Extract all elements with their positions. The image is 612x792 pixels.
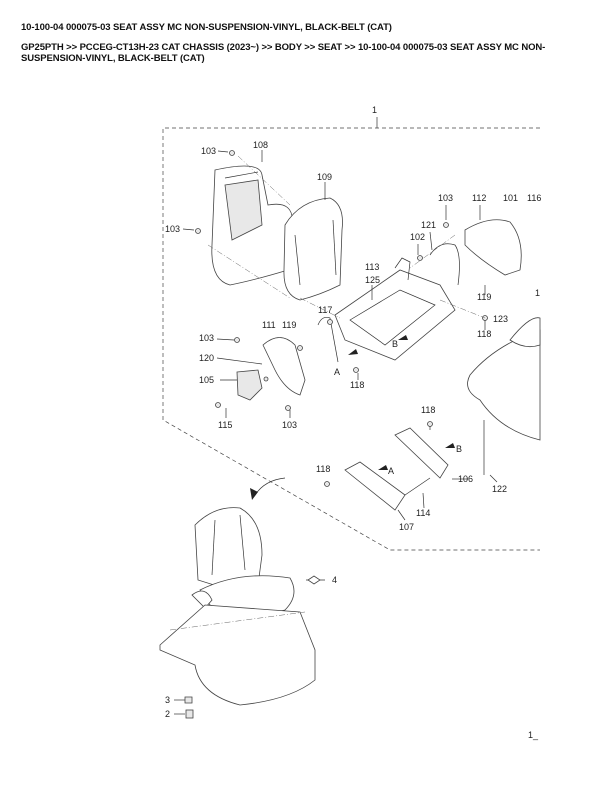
pad-4 (307, 575, 321, 585)
knob-105 (236, 369, 263, 401)
marker-a: A (334, 367, 340, 377)
callout-labels: 103 108 109 103 103 112 101 116 121 102 … (165, 140, 541, 719)
rod-119 (317, 316, 339, 363)
seat-back-cushion-109 (283, 197, 343, 301)
callout-103: 103 (199, 333, 214, 343)
callout-2: 2 (165, 709, 170, 719)
arrow-icons (348, 335, 455, 470)
callout-107: 107 (399, 522, 414, 532)
alignment-lines (207, 155, 486, 319)
callout-125: 125 (365, 275, 380, 285)
marker-b: B (456, 444, 462, 454)
callout-3: 3 (165, 695, 170, 705)
callout-1x: 1 (535, 288, 540, 298)
callout-1: 1 (372, 105, 377, 115)
callout-101: 101 (503, 193, 518, 203)
seat-belt-121 (429, 243, 460, 286)
callout-120: 120 (199, 353, 214, 363)
callout-108: 108 (253, 140, 268, 150)
marker-b: B (392, 339, 398, 349)
callout-118: 118 (477, 329, 491, 339)
callout-115: 115 (218, 420, 232, 430)
seat-back-frame-108 (211, 165, 293, 286)
assembled-seat-illustration (159, 477, 316, 706)
assembly-boundary (162, 117, 540, 551)
callout-118: 118 (316, 464, 330, 474)
callout-119: 119 (477, 292, 491, 302)
callout-111: 111 (262, 320, 276, 330)
callout-119: 119 (282, 320, 296, 330)
seat-frame-113 (334, 257, 456, 361)
marker-a: A (388, 466, 394, 476)
callout-118: 118 (350, 380, 364, 390)
slide-rails (344, 427, 449, 511)
nut-2 (185, 709, 194, 719)
page-title: 10-100-04 000075-03 SEAT ASSY MC NON-SUS… (21, 22, 392, 33)
callout-117: 117 (318, 305, 332, 315)
callout-103: 103 (165, 224, 180, 234)
leader-lines (174, 150, 498, 715)
seat-cushion-123 (467, 317, 541, 441)
callout-118: 118 (421, 405, 435, 415)
callout-114: 114 (416, 508, 430, 518)
callout-123: 123 (493, 314, 508, 324)
washer-3 (184, 696, 193, 704)
callout-106: 106 (458, 474, 473, 484)
callout-103: 103 (282, 420, 297, 430)
side-cover-112 (464, 219, 522, 276)
callout-112: 112 (472, 193, 486, 203)
callout-103: 103 (438, 193, 453, 203)
callout-4: 4 (332, 575, 337, 585)
callout-105: 105 (199, 375, 214, 385)
page-number: 1_ (528, 730, 539, 740)
callout-121: 121 (421, 220, 436, 230)
callout-116: 116 (527, 193, 541, 203)
callout-113: 113 (365, 262, 379, 272)
callout-102: 102 (410, 232, 425, 242)
bolt-icons (195, 150, 488, 487)
breadcrumb: GP25PTH >> PCCEG-CT13H-23 CAT CHASSIS (2… (21, 42, 546, 64)
callout-109: 109 (317, 172, 332, 182)
callout-122: 122 (492, 484, 507, 494)
callout-103: 103 (201, 146, 216, 156)
bracket-111 (262, 337, 306, 396)
